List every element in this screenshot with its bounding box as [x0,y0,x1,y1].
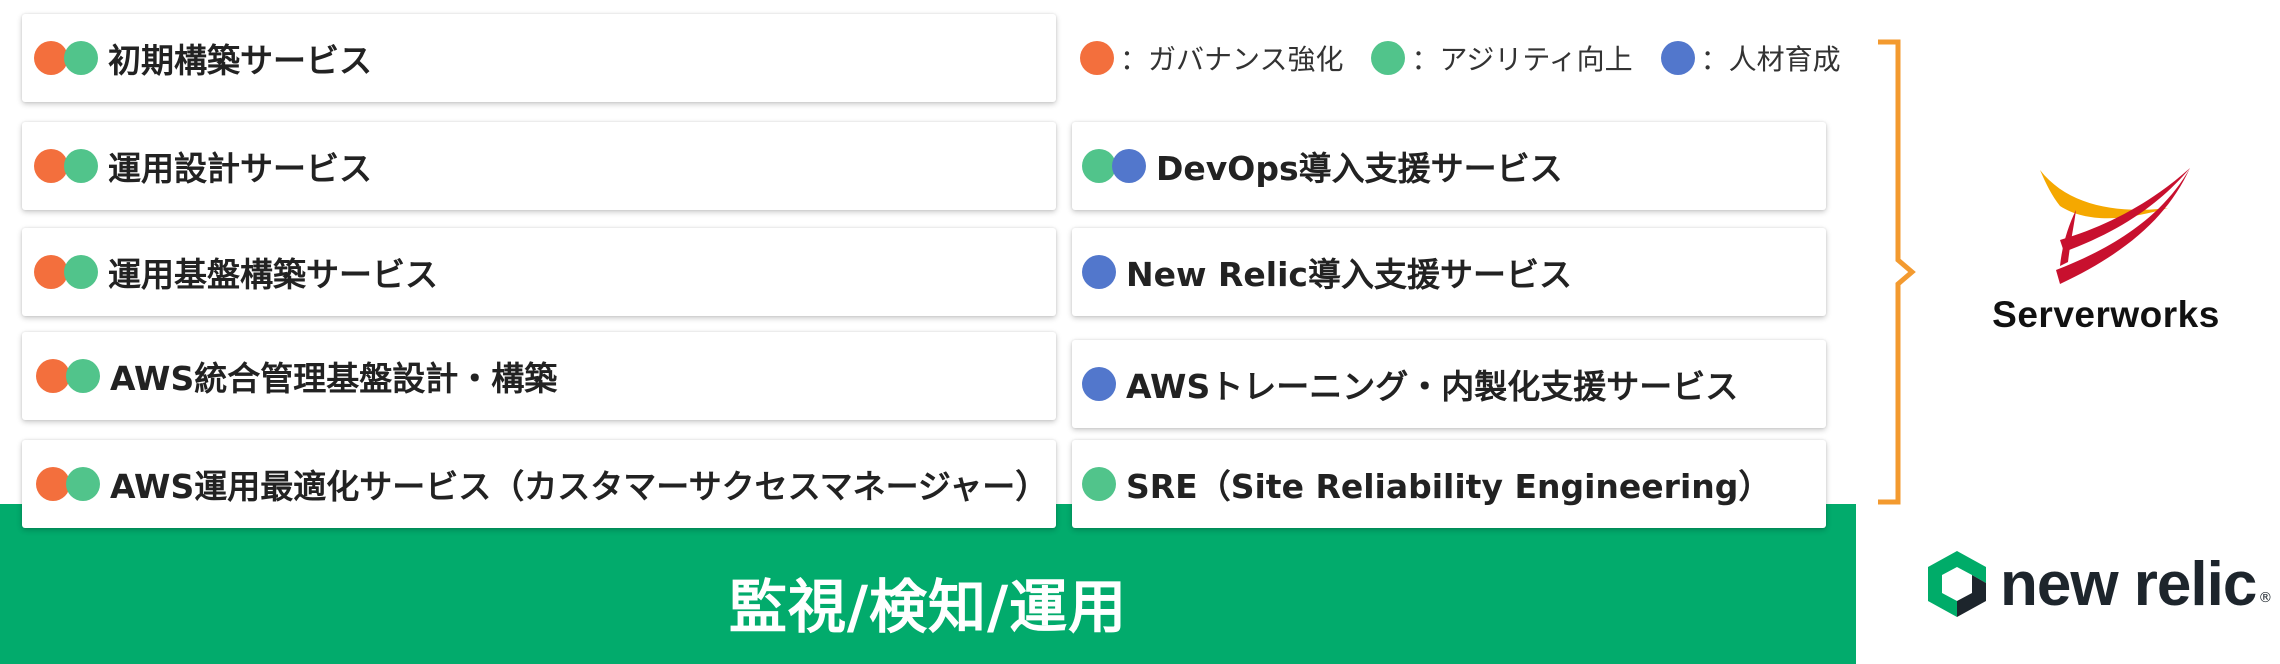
governance-dot-icon [34,149,68,183]
service-card-sre: SRE（Site Reliability Engineering） [1072,440,1826,528]
legend-label: ：アジリティ向上 [1411,43,1633,76]
agility-dot-icon [64,41,98,75]
tag-dots [34,149,98,183]
governance-dot-icon [34,41,68,75]
service-card-devops: DevOps導入支援サービス [1072,122,1826,210]
governance-dot-icon [36,467,70,501]
agility-dot-icon [66,467,100,501]
legend-item-governance: ：ガバナンス強化 [1080,38,1343,78]
legend: ：ガバナンス強化 ：アジリティ向上 ：人材育成 [1080,38,1869,78]
talent-dot-icon [1082,255,1116,289]
service-card-aws-training: AWSトレーニング・内製化支援サービス [1072,340,1826,428]
agility-dot-icon [1082,149,1116,183]
service-card-newrelic-adoption: New Relic導入支援サービス [1072,228,1826,316]
tag-dots [36,359,100,393]
agility-dot-icon [1082,467,1116,501]
talent-dot-icon [1660,41,1695,75]
serverworks-mark-icon [2040,168,2190,284]
talent-dot-icon [1112,149,1146,183]
newrelic-mark-icon [1928,551,1986,617]
right-brace [1878,39,1916,505]
newrelic-logo: new relic ® [1926,544,2272,624]
legend-label: ：人材育成 [1700,43,1841,76]
service-card-aws-ops-optimization: AWS運用最適化サービス（カスタマーサクセスマネージャー） [22,440,1056,528]
agility-dot-icon [66,359,100,393]
service-label: DevOps導入支援サービス [1156,149,1563,188]
monitoring-band: 監視/検知/運用 [0,504,1856,664]
service-card-aws-integrated-mgmt: AWS統合管理基盤設計・構築 [22,332,1056,420]
service-label: AWS統合管理基盤設計・構築 [110,359,558,398]
legend-item-agility: ：アジリティ向上 [1371,38,1633,78]
tag-dots [1082,367,1116,401]
tag-dots [36,467,100,501]
governance-dot-icon [1080,41,1114,75]
talent-dot-icon [1082,367,1116,401]
service-label: 運用基盤構築サービス [108,255,438,294]
tag-dots [34,41,98,75]
service-label: 運用設計サービス [108,149,372,188]
service-label: AWS運用最適化サービス（カスタマーサクセスマネージャー） [110,467,1049,506]
tag-dots [1082,149,1146,183]
tag-dots [1082,255,1116,289]
service-label: AWSトレーニング・内製化支援サービス [1126,367,1739,406]
agility-dot-icon [64,149,98,183]
tag-dots [1082,467,1116,501]
legend-label: ：ガバナンス強化 [1120,43,1344,76]
service-card-ops-platform: 運用基盤構築サービス [22,228,1056,316]
governance-dot-icon [36,359,70,393]
governance-dot-icon [34,255,68,289]
service-card-ops-design: 運用設計サービス [22,122,1056,210]
legend-item-talent: ：人材育成 [1660,38,1841,78]
service-label: New Relic導入支援サービス [1126,255,1572,294]
newrelic-wordmark: new relic [2000,549,2257,619]
registered-mark: ® [2258,590,2273,606]
service-label: 初期構築サービス [108,41,372,80]
agility-dot-icon [64,255,98,289]
service-card-initial-build: 初期構築サービス [22,14,1056,102]
tag-dots [34,255,98,289]
agility-dot-icon [1371,41,1406,75]
serverworks-wordmark: Serverworks [1992,294,2220,335]
service-label: SRE（Site Reliability Engineering） [1126,467,1772,506]
monitoring-band-label: 監視/検知/運用 [728,573,1128,641]
serverworks-logo: Serverworks [1968,166,2244,336]
